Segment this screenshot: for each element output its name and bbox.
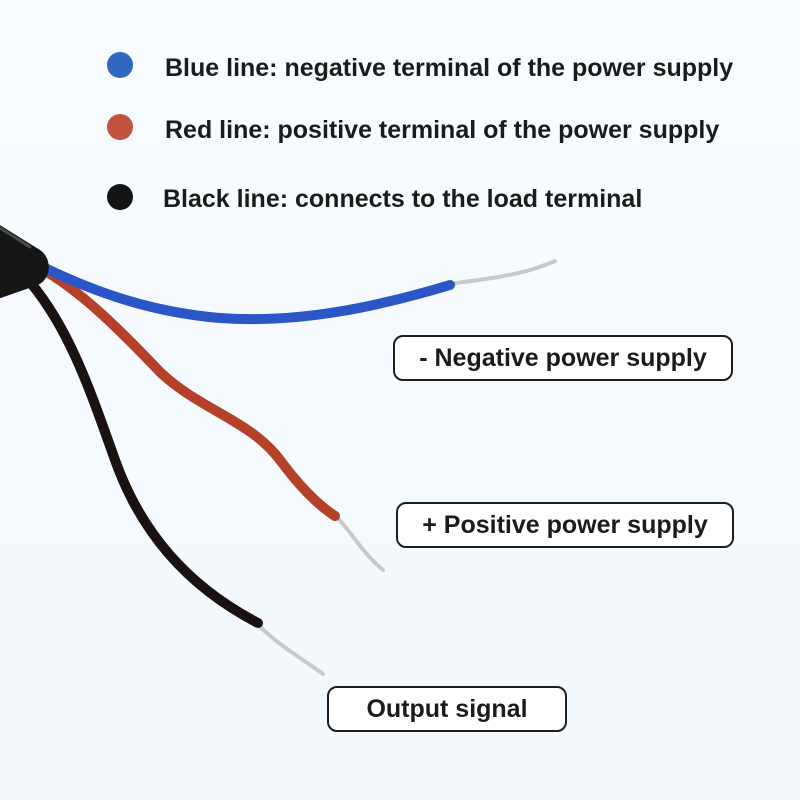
- red-wire-conductor: [333, 513, 385, 572]
- legend-label-red: Red line: positive terminal of the power…: [165, 116, 720, 144]
- callout-negative: - Negative power supply: [393, 335, 733, 381]
- callout-positive: + Positive power supply: [396, 502, 734, 548]
- legend-dot-red: [107, 114, 133, 140]
- blue-wire: [40, 263, 455, 325]
- callout-output: Output signal: [327, 686, 567, 732]
- black-wire-conductor: [253, 620, 325, 676]
- cable-jacket: [0, 225, 49, 299]
- legend-dot-blue: [107, 52, 133, 78]
- legend-label-black: Black line: connects to the load termina…: [163, 185, 643, 213]
- black-wire: [25, 277, 263, 628]
- legend-dot-black: [107, 184, 133, 210]
- blue-wire-conductor: [446, 259, 557, 286]
- legend-label-blue: Blue line: negative terminal of the powe…: [165, 54, 734, 82]
- cable-jacket-highlight: [0, 226, 32, 249]
- red-wire: [35, 263, 340, 521]
